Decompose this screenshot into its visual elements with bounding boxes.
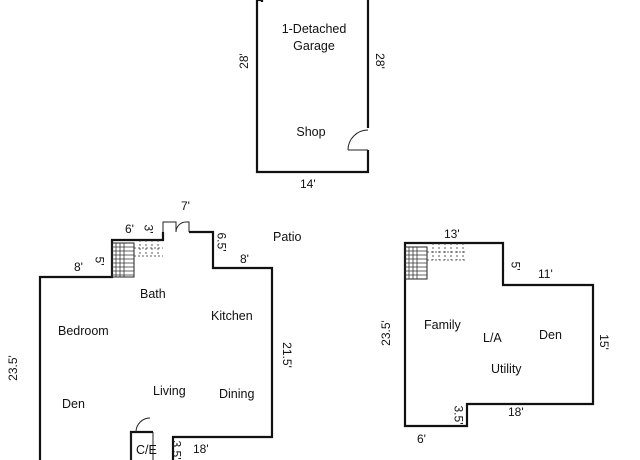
garage-door-swing <box>347 129 369 151</box>
garage-dim-left: 28' <box>236 53 251 69</box>
garage-title: 1-Detached <box>281 22 347 36</box>
lower-dim-13: 13' <box>444 227 460 241</box>
room-family: Family <box>424 318 461 332</box>
main-bottom-door <box>135 417 151 433</box>
room-dining: Dining <box>219 387 255 401</box>
room-utility: Utility <box>491 362 522 376</box>
room-la: L/A <box>483 331 502 345</box>
lower-dim-5: 5' <box>508 261 523 271</box>
lower-dim-23-5: 23.5' <box>378 320 393 346</box>
main-dim-3-5: 3.5' <box>169 440 184 460</box>
main-dim-23-5: 23.5' <box>5 355 20 381</box>
main-dim-18: 18' <box>193 442 209 456</box>
main-dim-7: 7' <box>181 199 190 213</box>
room-den-lower: Den <box>539 328 562 342</box>
garage-outline <box>255 0 370 174</box>
lower-dim-6: 6' <box>417 432 426 446</box>
room-den-main: Den <box>62 397 85 411</box>
room-patio: Patio <box>273 230 302 244</box>
room-bedroom: Bedroom <box>58 324 109 338</box>
main-top-door <box>162 221 190 233</box>
main-dim-8-left: 8' <box>74 260 83 274</box>
room-bath: Bath <box>140 287 166 301</box>
lower-stairs <box>404 243 466 280</box>
main-dim-5: 5' <box>92 256 107 266</box>
lower-dim-18: 18' <box>508 405 524 419</box>
main-dim-3: 3' <box>141 224 156 234</box>
main-dim-8-right: 8' <box>240 252 249 266</box>
room-ce: C/E <box>136 443 157 457</box>
main-ce-box <box>130 432 154 460</box>
room-kitchen: Kitchen <box>211 309 253 323</box>
room-shop: Shop <box>296 125 326 139</box>
main-stairs <box>111 240 163 278</box>
lower-dim-3-5: 3.5' <box>451 405 466 425</box>
garage-subtitle: Garage <box>293 39 335 53</box>
main-dim-6: 6' <box>125 222 134 236</box>
room-living: Living <box>153 384 186 398</box>
lower-floor-outline <box>403 241 595 428</box>
garage-dim-bottom: 14' <box>300 177 316 191</box>
lower-dim-15: 15' <box>596 334 611 350</box>
garage-dim-right: 28' <box>372 53 387 69</box>
lower-dim-11: 11' <box>538 267 553 281</box>
garage-walls <box>260 0 264 2</box>
main-dim-6-5: 6.5' <box>214 232 229 252</box>
main-dim-21-5: 21.5' <box>279 342 294 368</box>
